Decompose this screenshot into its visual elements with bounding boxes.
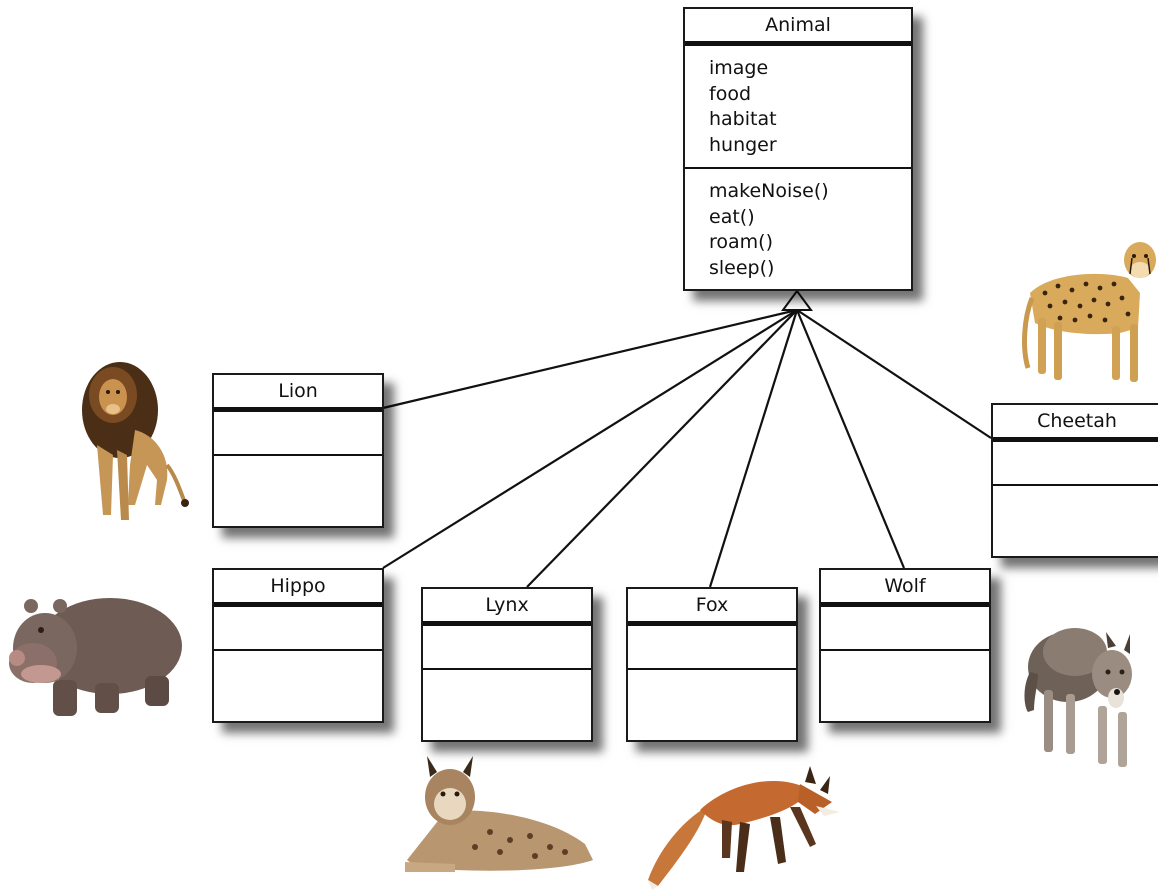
attribute-image: image	[709, 57, 769, 79]
animal-class-box[interactable]: Animal image food habitat hunger makeNoi…	[683, 7, 913, 291]
wolf-photo	[1024, 628, 1132, 767]
lynx-inheritance-line	[526, 309, 798, 588]
wolf-class-name: Wolf	[821, 570, 989, 607]
cheetah-inheritance-line	[796, 309, 992, 439]
fox-class-name: Fox	[628, 589, 796, 626]
method-sleep: sleep()	[709, 256, 775, 279]
cheetah-attributes	[993, 442, 1158, 486]
attribute-habitat: habitat	[709, 108, 777, 130]
hippo-class-box[interactable]: Hippo	[212, 568, 384, 723]
method-makenoise: makeNoise()	[709, 180, 829, 202]
animal-class-name: Animal	[685, 9, 911, 46]
hippo-photo	[9, 598, 182, 716]
hippo-class-name: Hippo	[214, 570, 382, 607]
animal-methods: makeNoise() eat() roam() sleep()	[685, 169, 911, 289]
lynx-class-name: Lynx	[423, 589, 591, 626]
method-roam: roam()	[709, 231, 773, 253]
attribute-hunger: hunger	[709, 133, 777, 156]
lion-inheritance-line	[382, 308, 798, 410]
wolf-class-box[interactable]: Wolf	[819, 568, 991, 723]
animal-attributes: image food habitat hunger	[685, 46, 911, 169]
hippo-attributes	[214, 607, 382, 651]
attribute-food: food	[709, 82, 751, 105]
cheetah-photo	[1022, 242, 1156, 382]
fox-class-box[interactable]: Fox	[626, 587, 798, 742]
cheetah-class-box[interactable]: Cheetah	[991, 403, 1158, 558]
hippo-inheritance-line	[382, 309, 798, 569]
fox-inheritance-line	[708, 309, 799, 588]
fox-attributes	[628, 626, 796, 670]
wolf-inheritance-line	[795, 309, 906, 569]
generalization-arrowhead	[781, 289, 813, 311]
lion-class-name: Lion	[214, 375, 382, 412]
lion-class-box[interactable]: Lion	[212, 373, 384, 528]
wolf-attributes	[821, 607, 989, 651]
lynx-photo	[405, 756, 593, 872]
cheetah-class-name: Cheetah	[993, 405, 1158, 442]
fox-photo	[648, 766, 840, 890]
lynx-attributes	[423, 626, 591, 670]
lion-photo	[82, 362, 189, 520]
method-eat: eat()	[709, 205, 755, 228]
lynx-class-box[interactable]: Lynx	[421, 587, 593, 742]
lion-attributes	[214, 412, 382, 456]
